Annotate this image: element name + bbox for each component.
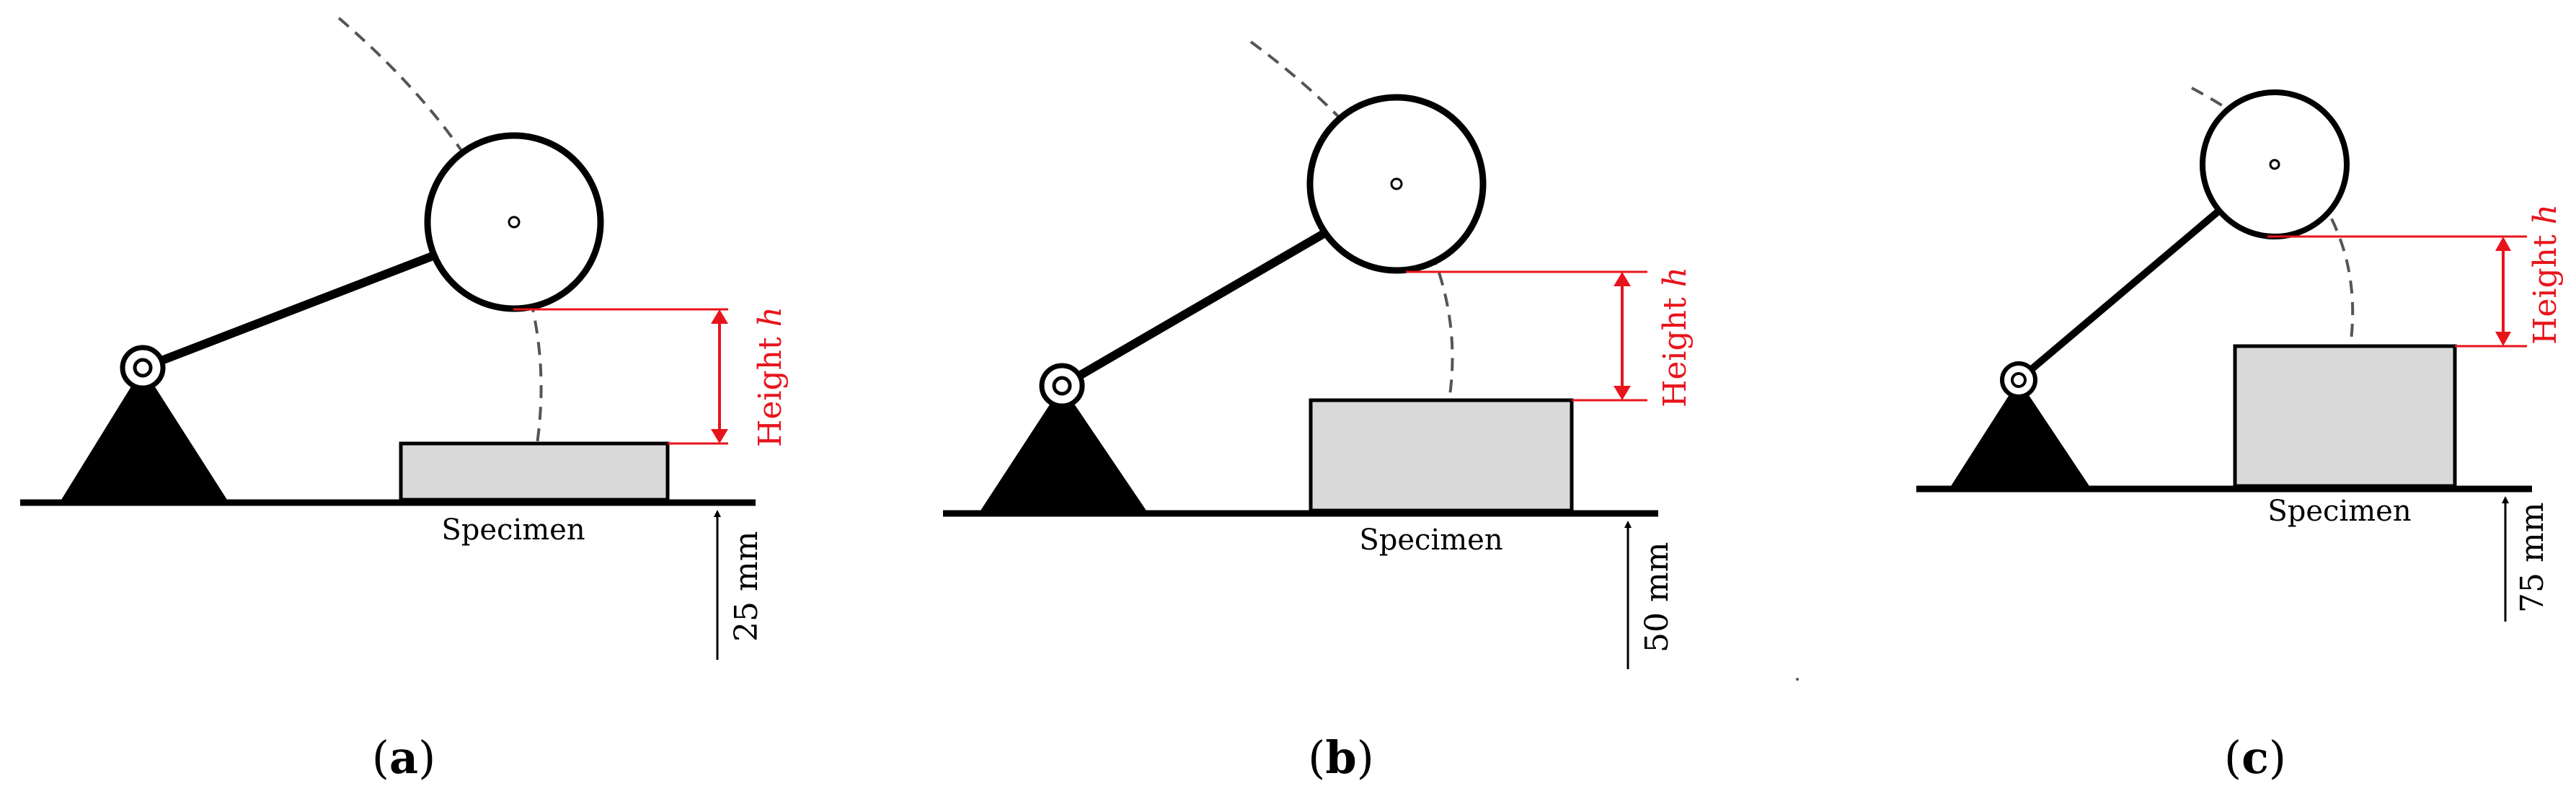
- specimen-block: [2233, 344, 2457, 488]
- height-arrow-head-down: [1614, 386, 1631, 400]
- ball-center: [2269, 159, 2280, 170]
- pivot-base: [981, 386, 1146, 511]
- height-label: Height h: [752, 306, 789, 447]
- specimen-block: [399, 441, 670, 502]
- pendulum-arm: [1059, 226, 1332, 390]
- height-label: Height h: [2527, 204, 2564, 345]
- ball-center: [1390, 177, 1403, 190]
- panel-b: Height h Specimen 50 mm (b): [943, 40, 1799, 784]
- thickness-label: 50 mm: [1639, 542, 1676, 653]
- ball-center: [508, 216, 521, 229]
- pendulum-arm: [141, 250, 441, 372]
- specimen-label: Specimen: [2267, 495, 2411, 528]
- pivot-pin-inner: [1052, 376, 1072, 396]
- height-arrow-head-down: [2495, 332, 2511, 346]
- specimen-label: Specimen: [441, 513, 585, 547]
- pivot-base: [1951, 380, 2089, 486]
- height-label: Height h: [1657, 267, 1694, 407]
- caption-b: (b): [1308, 731, 1374, 784]
- height-arrow-head-up: [711, 309, 728, 324]
- pivot-base: [61, 368, 227, 500]
- height-arrow-head-up: [2495, 237, 2511, 251]
- panel-c: Height h Specimen 75 mm (c): [1916, 87, 2564, 784]
- caption-a: (a): [372, 731, 436, 784]
- specimen-block: [1309, 398, 1574, 513]
- height-arrow-head-up: [1614, 272, 1631, 286]
- pendulum-arm: [2016, 200, 2231, 383]
- thickness-label: 75 mm: [2514, 503, 2551, 613]
- specimen-label: Specimen: [1359, 524, 1502, 557]
- caption-c: (c): [2224, 731, 2286, 784]
- pivot-pin-inner: [2011, 372, 2027, 388]
- panel-a: Height h Specimen 25 mm (a): [20, 17, 789, 784]
- thickness-label: 25 mm: [728, 531, 765, 642]
- height-arrow-head-down: [711, 429, 728, 443]
- stray-dot: [1796, 678, 1799, 681]
- pivot-pin-inner: [133, 358, 153, 378]
